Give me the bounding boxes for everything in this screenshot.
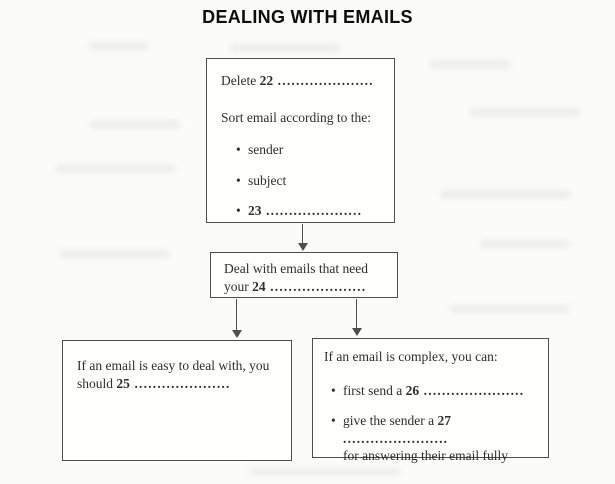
flow-arrow-down-1 <box>302 224 303 245</box>
scan-artifact <box>430 60 510 69</box>
bullet-label: 23 ..................... <box>248 203 363 219</box>
bullet-icon: • <box>331 413 336 429</box>
flow-box-easy-email: If an email is easy to deal with, you sh… <box>62 340 292 461</box>
bullet-item-27: • give the sender a 27 .................… <box>331 412 540 465</box>
middle-line-2: your 24 ..................... <box>224 278 367 294</box>
page-title: DEALING WITH EMAILS <box>202 7 413 27</box>
scan-artifact <box>440 190 570 199</box>
bullet-item-sender: • sender <box>236 141 384 159</box>
flow-box-complex-email: If an email is complex, you can: • first… <box>312 338 549 463</box>
scan-artifact <box>60 250 170 258</box>
bullet-label: give the sender a 27 ...................… <box>343 412 540 465</box>
scan-artifact <box>470 108 580 117</box>
middle-line-1: Deal with emails that need <box>224 261 368 276</box>
scan-artifact <box>450 305 570 313</box>
bullet-continuation-line: for answering their email fully <box>343 448 508 464</box>
scan-artifact <box>90 120 180 129</box>
arrowhead-icon <box>352 328 362 336</box>
bullet-label: subject <box>248 172 287 188</box>
scan-artifact <box>55 165 175 173</box>
sort-line: Sort email according to the: <box>221 109 371 125</box>
arrowhead-icon <box>232 330 242 338</box>
arrowhead-icon <box>298 243 308 251</box>
flow-arrow-down-right <box>356 299 357 330</box>
bullet-icon: • <box>236 203 241 219</box>
bullet-icon: • <box>236 172 241 188</box>
bullet-label: sender <box>248 142 284 158</box>
bullet-label: first send a 26 ...................... <box>343 382 525 398</box>
left-line-1: If an email is easy to deal with, you <box>77 358 270 373</box>
flow-box-sort-emails: Delete 22 ..................... Sort ema… <box>206 58 395 223</box>
delete-line: Delete 22 ..................... <box>221 73 374 88</box>
flow-box-deal-with-emails: Deal with emails that need your 24 .....… <box>210 252 398 298</box>
bullet-icon: • <box>236 142 241 158</box>
bullet-item-subject: • subject <box>236 172 384 190</box>
bullet-item-26: • first send a 26 ...................... <box>331 382 540 400</box>
scan-artifact <box>480 240 570 248</box>
bullet-icon: • <box>331 382 336 398</box>
left-line-2: should 25 ..................... <box>77 375 231 391</box>
scan-artifact <box>230 44 340 52</box>
bullet-item-23: • 23 ..................... <box>236 202 384 220</box>
right-intro: If an email is complex, you can: <box>324 349 498 364</box>
scan-artifact <box>250 468 400 475</box>
flow-arrow-down-left <box>236 299 237 332</box>
scan-artifact <box>88 42 148 50</box>
